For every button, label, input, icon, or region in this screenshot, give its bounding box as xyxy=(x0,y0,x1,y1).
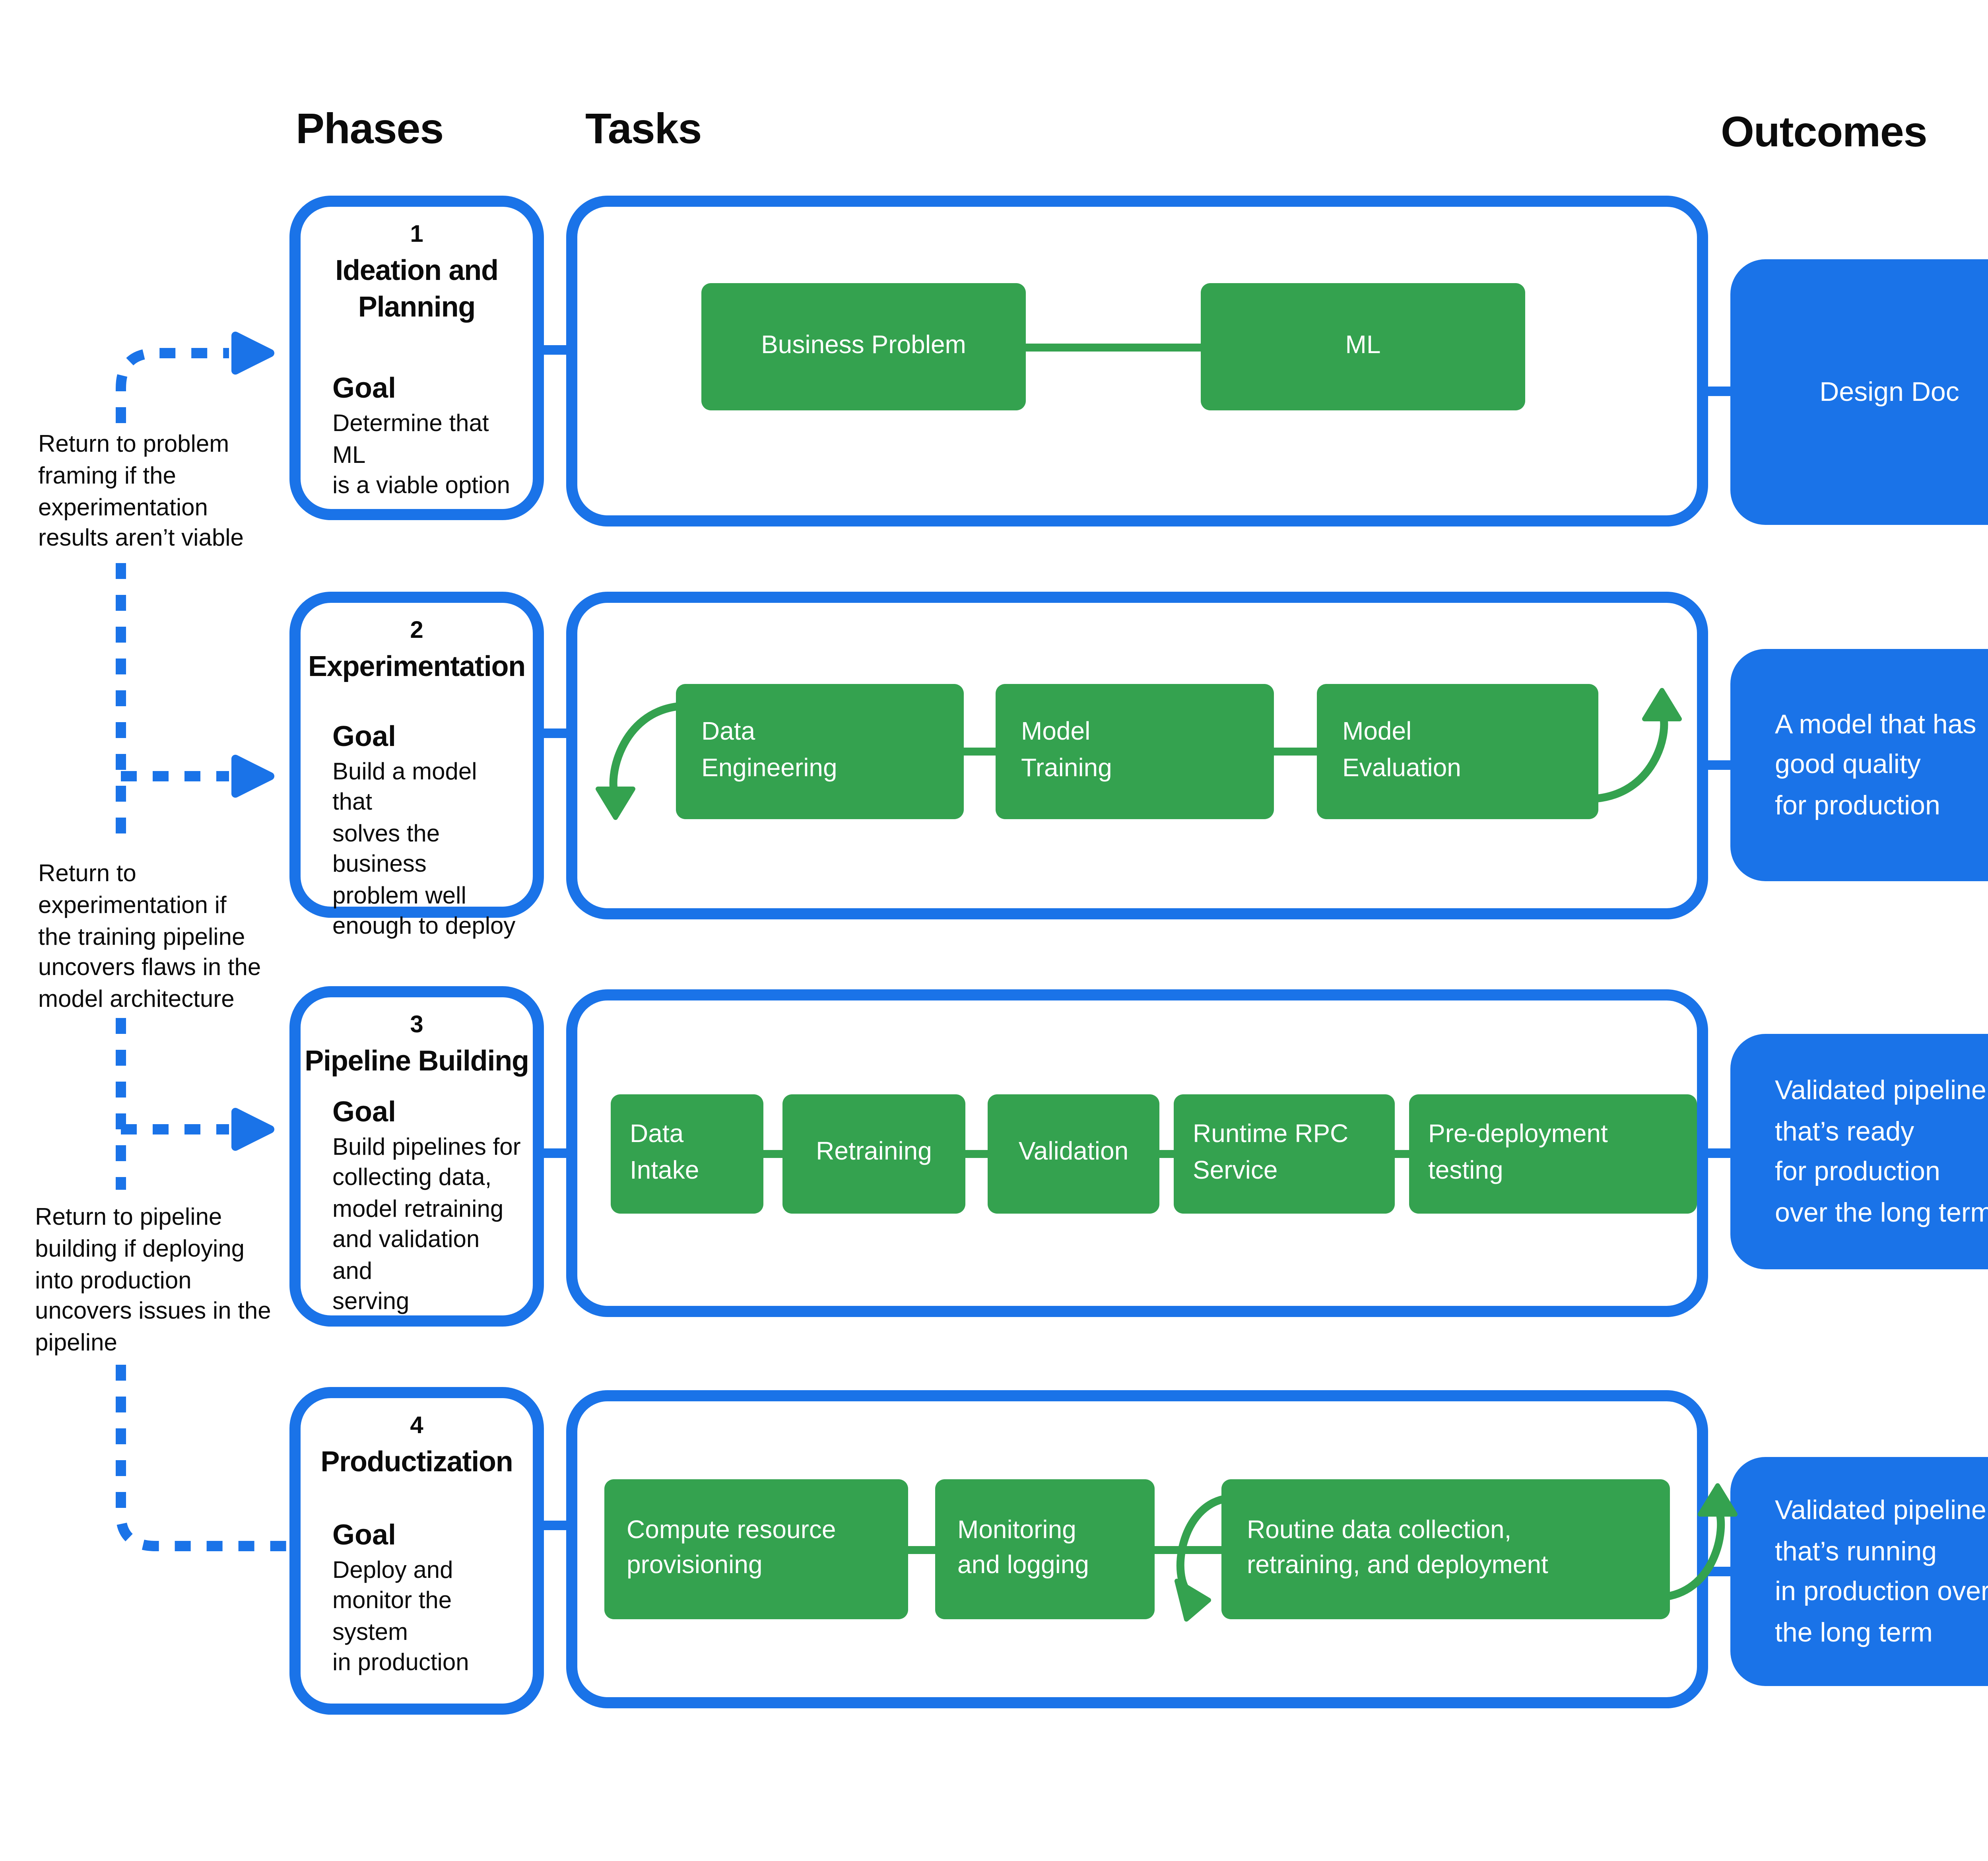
goal-label: Goal xyxy=(332,720,396,752)
task-pre-deployment-testing: Pre-deployment testing xyxy=(1409,1094,1697,1214)
phase-card-ideation-planning: 1 Ideation and Planning Goal Determine t… xyxy=(289,196,544,520)
note-return-to-pipeline-building: Return to pipeline building if deploying… xyxy=(35,1204,271,1357)
goal-text: Build a model that solves the business p… xyxy=(332,758,516,940)
phase-number: 2 xyxy=(410,617,423,644)
task-monitoring-and-logging: Monitoring and logging xyxy=(935,1479,1155,1619)
column-header-tasks: Tasks xyxy=(585,105,702,153)
phase-card-pipeline-building: 3 Pipeline Building Goal Build pipelines… xyxy=(289,986,544,1327)
connector-intake-retraining xyxy=(763,1150,782,1158)
outcome-design-doc: Design Doc xyxy=(1730,259,1988,525)
column-header-outcomes: Outcomes xyxy=(1721,108,1928,156)
return-arrowhead-phase1-icon xyxy=(231,332,274,375)
note-return-to-problem-framing: Return to problem framing if the experim… xyxy=(38,431,244,553)
goal-text: Determine that ML is a viable option xyxy=(332,410,510,499)
task-business-problem: Business Problem xyxy=(701,283,1026,410)
return-arrowhead-phase3-icon xyxy=(231,1108,274,1151)
connector-training-evaluation xyxy=(1274,748,1317,756)
phase-goal: Goal Build pipelines for collecting data… xyxy=(301,1095,533,1318)
goal-label: Goal xyxy=(332,1518,396,1550)
phase-card-experimentation: 2 Experimentation Goal Build a model tha… xyxy=(289,592,544,940)
connector-monitoring-routine xyxy=(1155,1546,1221,1554)
phase-goal: Goal Determine that ML is a viable optio… xyxy=(301,372,533,502)
outcome-validated-pipeline-ready: Validated pipeline that’s ready for prod… xyxy=(1730,1034,1988,1269)
return-arrowhead-phase2-icon xyxy=(231,755,274,798)
phase-goal: Goal Deploy and monitor the system in pr… xyxy=(301,1518,533,1679)
task-model-training: Model Training xyxy=(996,684,1274,819)
task-validation: Validation xyxy=(988,1094,1159,1214)
goal-label: Goal xyxy=(332,1095,396,1127)
goal-text: Build pipelines for collecting data, mod… xyxy=(332,1133,521,1315)
column-header-phases: Phases xyxy=(296,105,444,153)
phase-goal: Goal Build a model that solves the busin… xyxy=(301,720,533,942)
note-return-to-experimentation: Return to experimentation if the trainin… xyxy=(38,861,261,1014)
task-ml: ML xyxy=(1201,283,1525,410)
task-model-evaluation: Model Evaluation xyxy=(1317,684,1598,819)
task-compute-resource-provisioning: Compute resource provisioning xyxy=(604,1479,908,1619)
phase-title: Productization xyxy=(320,1446,513,1478)
return-rail-from-phase4 xyxy=(116,1365,293,1551)
connector-validation-rpc xyxy=(1159,1150,1174,1158)
goal-label: Goal xyxy=(332,372,396,404)
task-runtime-rpc-service: Runtime RPC Service xyxy=(1174,1094,1395,1214)
outcome-validated-pipeline-running: Validated pipeline that’s running in pro… xyxy=(1730,1457,1988,1686)
task-data-engineering: Data Engineering xyxy=(676,684,964,819)
task-routine-data-collection-retraining-deployment: Routine data collection, retraining, and… xyxy=(1221,1479,1670,1619)
phase-card-productization: 4 Productization Goal Deploy and monitor… xyxy=(289,1387,544,1715)
outcome-quality-model: A model that has good quality for produc… xyxy=(1730,649,1988,881)
phase-number: 1 xyxy=(410,221,423,248)
phase-number: 3 xyxy=(410,1012,423,1039)
return-arrow-to-phase1 xyxy=(116,348,229,423)
connector-compute-monitoring xyxy=(908,1546,935,1554)
connector-business-problem-ml xyxy=(1026,344,1201,352)
connector-rpc-predeployment xyxy=(1395,1150,1409,1158)
goal-text: Deploy and monitor the system in product… xyxy=(332,1556,469,1676)
connector-dataeng-training xyxy=(964,748,996,756)
phase-number: 4 xyxy=(410,1412,423,1439)
phase-title: Experimentation xyxy=(308,651,526,682)
connector-retraining-validation xyxy=(965,1150,988,1158)
phase-title: Pipeline Building xyxy=(305,1045,529,1077)
task-data-intake: Data Intake xyxy=(611,1094,763,1214)
task-retraining: Retraining xyxy=(782,1094,965,1214)
phase-title: Ideation and Planning xyxy=(335,254,499,322)
